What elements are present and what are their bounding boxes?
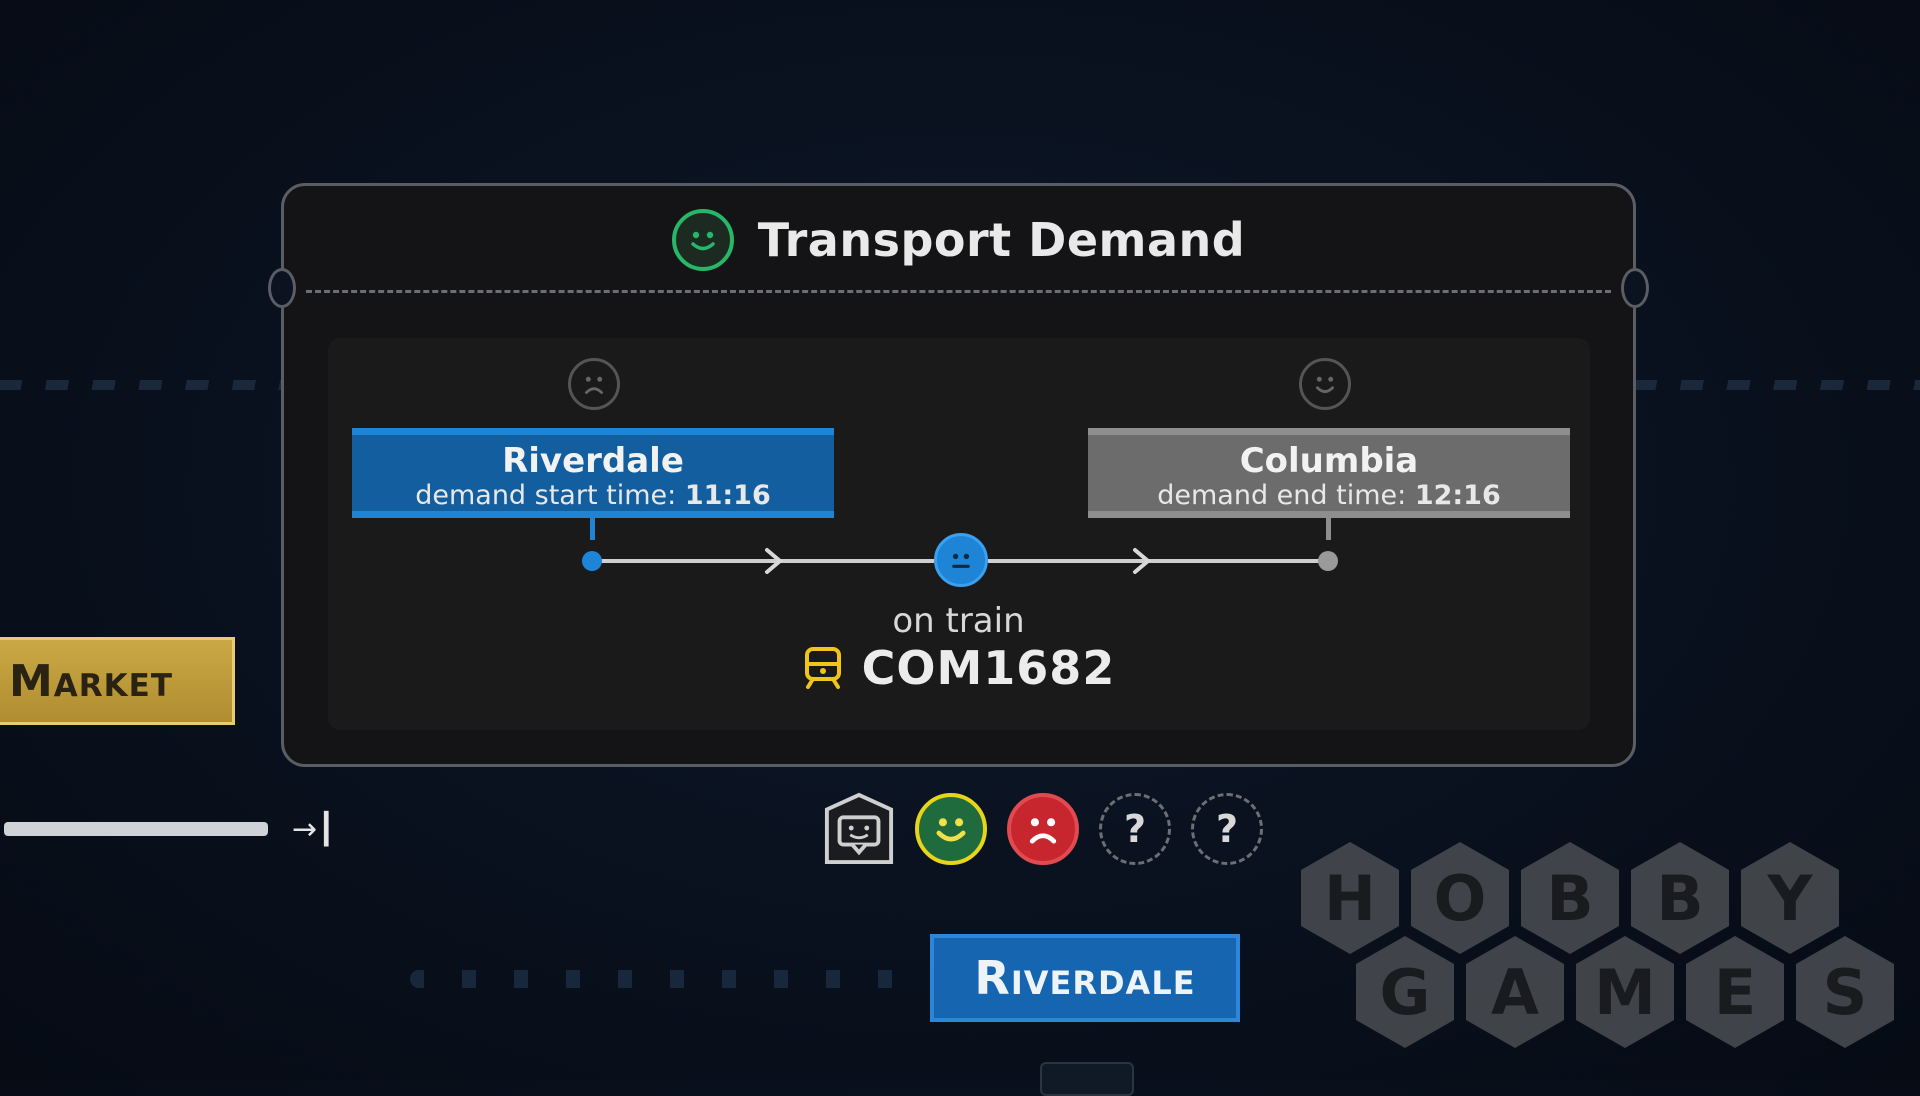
destination-station-box[interactable]: Columbia demand end time: 12:16 xyxy=(1088,428,1570,518)
svg-text:O: O xyxy=(1434,862,1487,935)
destination-node xyxy=(1318,551,1338,571)
sad-face-icon xyxy=(568,358,620,410)
happy-face-icon xyxy=(1299,358,1351,410)
background-dotted-track xyxy=(410,970,930,988)
unknown-option-1[interactable]: ? xyxy=(1099,793,1171,865)
destination-connector xyxy=(1326,518,1331,540)
svg-text:B: B xyxy=(1656,862,1703,935)
destination-demand-time: demand end time: 12:16 xyxy=(1157,480,1501,511)
source-connector xyxy=(590,518,595,540)
happy-option-button[interactable] xyxy=(915,793,987,865)
city-button-label: Riverdale xyxy=(974,951,1196,1005)
panel-header: Transport Demand xyxy=(284,206,1633,274)
svg-text:B: B xyxy=(1546,862,1593,935)
riverdale-city-button[interactable]: Riverdale xyxy=(930,934,1240,1022)
transport-demand-panel: Transport Demand Riverdale demand start … xyxy=(268,183,1649,767)
destination-station-name: Columbia xyxy=(1239,441,1419,481)
source-station-name: Riverdale xyxy=(502,441,684,481)
svg-text:Y: Y xyxy=(1767,862,1814,935)
header-divider xyxy=(306,290,1611,293)
source-station-box[interactable]: Riverdale demand start time: 11:16 xyxy=(352,428,834,518)
demand-options-bar: ? ? xyxy=(823,792,1263,865)
panel-notch-right xyxy=(1621,268,1649,308)
unknown-option-2[interactable]: ? xyxy=(1191,793,1263,865)
arrow-right-icon: →┃ xyxy=(292,812,336,847)
sad-option-button[interactable] xyxy=(1007,793,1079,865)
sad-face-icon xyxy=(1029,818,1057,844)
svg-text:A: A xyxy=(1491,956,1539,1029)
chat-bubble-icon xyxy=(824,792,894,865)
svg-text:S: S xyxy=(1823,956,1868,1029)
chevron-right-icon xyxy=(1133,548,1152,574)
train-id: COM1682 xyxy=(861,641,1116,695)
happy-face-icon xyxy=(671,209,734,271)
train-info[interactable]: COM1682 xyxy=(284,641,1633,695)
transit-status: on train xyxy=(892,601,1025,641)
market-label: Market xyxy=(9,655,173,707)
svg-text:H: H xyxy=(1324,862,1376,935)
bottom-tab-handle[interactable] xyxy=(1040,1062,1134,1096)
happy-face-icon xyxy=(936,818,966,842)
chevron-right-icon xyxy=(765,548,784,574)
svg-text:E: E xyxy=(1714,956,1756,1029)
market-button[interactable]: Market xyxy=(0,637,235,725)
svg-text:G: G xyxy=(1380,956,1431,1029)
panel-title: Transport Demand xyxy=(757,213,1246,267)
route-line-left xyxy=(600,559,934,563)
svg-text:M: M xyxy=(1594,956,1656,1029)
chat-bubble-button[interactable] xyxy=(823,792,895,865)
panel-notch-left xyxy=(268,268,296,308)
source-demand-time: demand start time: 11:16 xyxy=(415,480,771,511)
source-node xyxy=(582,551,602,571)
left-progress-bar[interactable] xyxy=(4,822,268,836)
train-icon xyxy=(804,647,841,689)
neutral-face-icon xyxy=(934,533,988,587)
route-line-right xyxy=(988,559,1324,563)
